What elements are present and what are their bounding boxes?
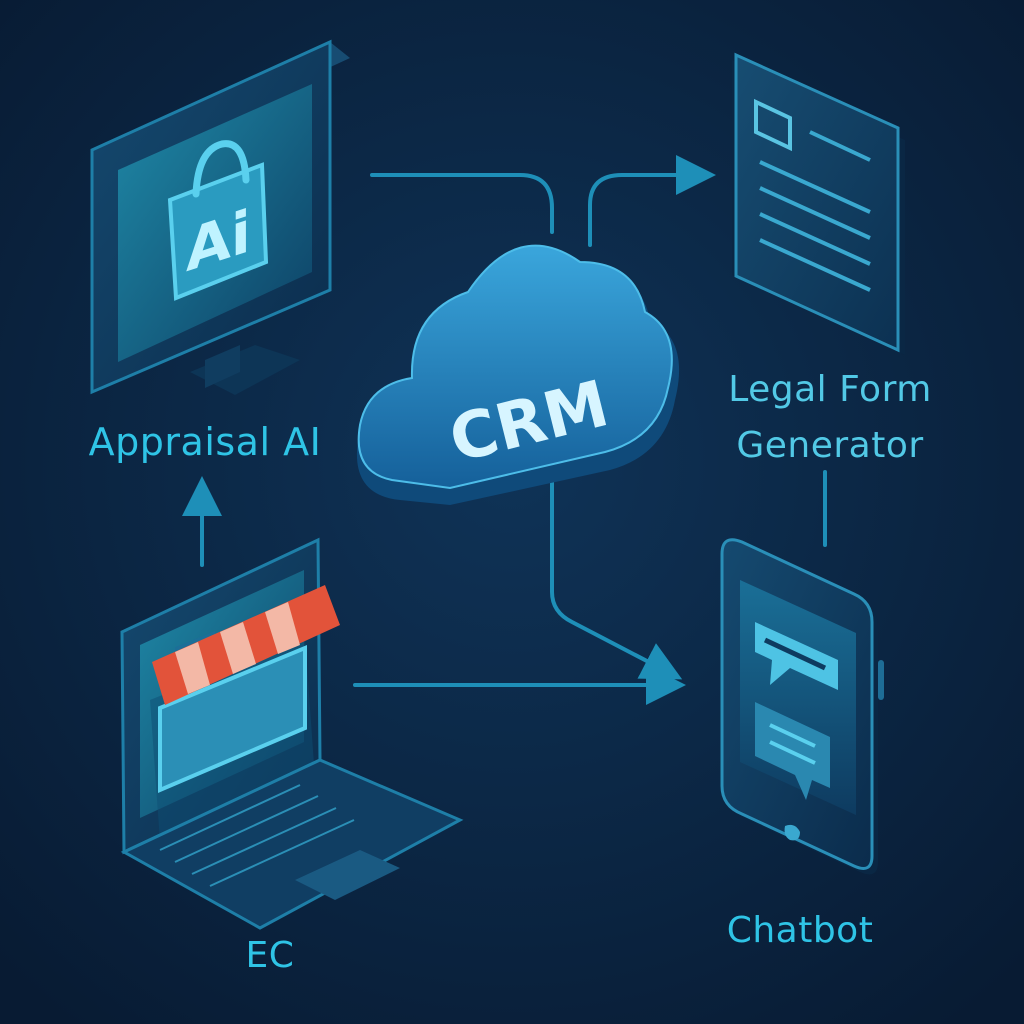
cloud-icon: CRM [356, 244, 680, 505]
connector-appraisal-to-crm [370, 173, 554, 234]
connectors [182, 155, 827, 705]
legal-form-label-line1: Legal Form [728, 369, 932, 410]
appraisal-ai-label: Appraisal AI [88, 420, 322, 464]
chatbot-label: Chatbot [726, 910, 874, 951]
smartphone-chat-icon [720, 538, 884, 875]
ec-label: EC [245, 935, 295, 976]
legal-form-label-line2: Generator [736, 425, 924, 466]
laptop-storefront-icon [120, 537, 464, 930]
document-icon [732, 52, 905, 355]
connector-crm-to-legal [588, 155, 716, 247]
monitor-shopping-bag-icon: Ai [90, 39, 350, 395]
connector-crm-to-chatbot [550, 478, 683, 680]
legal-form-generator-label: Legal Form Generator [680, 362, 980, 474]
